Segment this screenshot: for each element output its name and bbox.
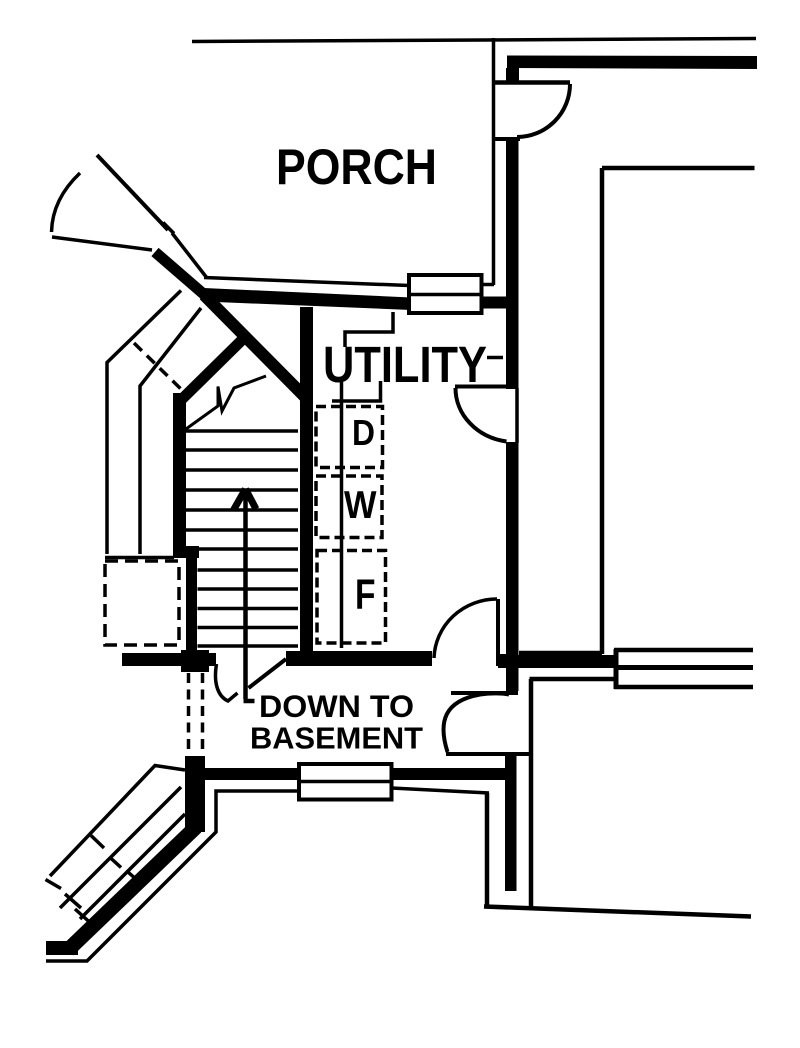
- svg-text:D: D: [352, 412, 375, 453]
- svg-text:PORCH: PORCH: [276, 139, 437, 195]
- svg-text:UTILITY: UTILITY: [323, 336, 487, 393]
- svg-text:W: W: [344, 484, 377, 527]
- svg-text:DOWN TO: DOWN TO: [259, 688, 414, 724]
- svg-text:F: F: [355, 571, 376, 619]
- svg-text:BASEMENT: BASEMENT: [250, 721, 423, 756]
